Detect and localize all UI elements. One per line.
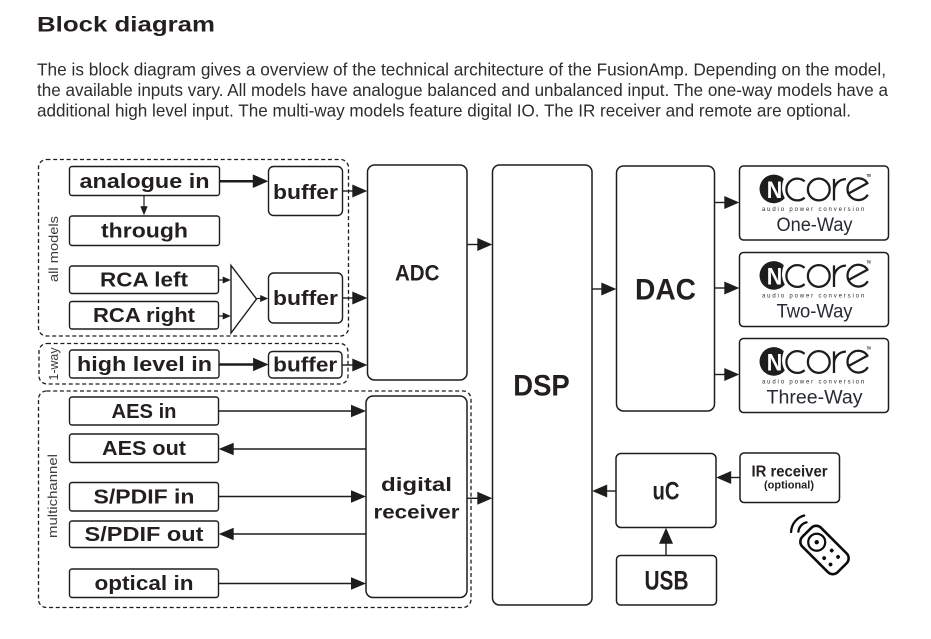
- svg-text:Two-Way: Two-Way: [777, 301, 853, 322]
- svg-text:buffer: buffer: [273, 288, 338, 310]
- svg-text:(optional): (optional): [764, 480, 814, 492]
- svg-text:digital: digital: [381, 474, 452, 496]
- svg-text:receiver: receiver: [374, 502, 460, 524]
- svg-text:uC: uC: [653, 478, 680, 506]
- svg-text:Block diagram: Block diagram: [37, 13, 215, 37]
- svg-text:AES in: AES in: [112, 401, 177, 423]
- svg-text:S/PDIF in: S/PDIF in: [94, 487, 195, 509]
- svg-text:additional high level input. T: additional high level input. The multi-w…: [37, 100, 851, 120]
- svg-text:DAC: DAC: [635, 274, 696, 307]
- svg-text:S/PDIF out: S/PDIF out: [85, 524, 204, 546]
- svg-text:One-Way: One-Way: [777, 215, 853, 236]
- svg-text:analogue in: analogue in: [80, 171, 210, 193]
- svg-text:buffer: buffer: [273, 182, 338, 204]
- svg-text:DSP: DSP: [513, 370, 570, 403]
- svg-text:ADC: ADC: [395, 260, 440, 285]
- svg-text:the available inputs vary. All: the available inputs vary. All models ha…: [37, 80, 888, 100]
- svg-text:RCA right: RCA right: [93, 305, 195, 327]
- svg-text:optical in: optical in: [95, 573, 194, 595]
- svg-text:buffer: buffer: [273, 355, 337, 377]
- svg-text:RCA left: RCA left: [100, 270, 188, 292]
- svg-text:multichannel: multichannel: [46, 454, 60, 538]
- svg-text:all models: all models: [47, 216, 61, 282]
- svg-text:1-way: 1-way: [47, 347, 61, 381]
- svg-text:high level in: high level in: [77, 354, 212, 376]
- svg-text:through: through: [101, 221, 188, 243]
- svg-text:AES out: AES out: [102, 438, 186, 460]
- svg-text:USB: USB: [645, 566, 689, 596]
- svg-text:Three-Way: Three-Way: [767, 387, 864, 408]
- svg-text:The is block diagram gives a o: The is block diagram gives a overview of…: [37, 59, 886, 79]
- svg-text:IR receiver: IR receiver: [752, 464, 828, 481]
